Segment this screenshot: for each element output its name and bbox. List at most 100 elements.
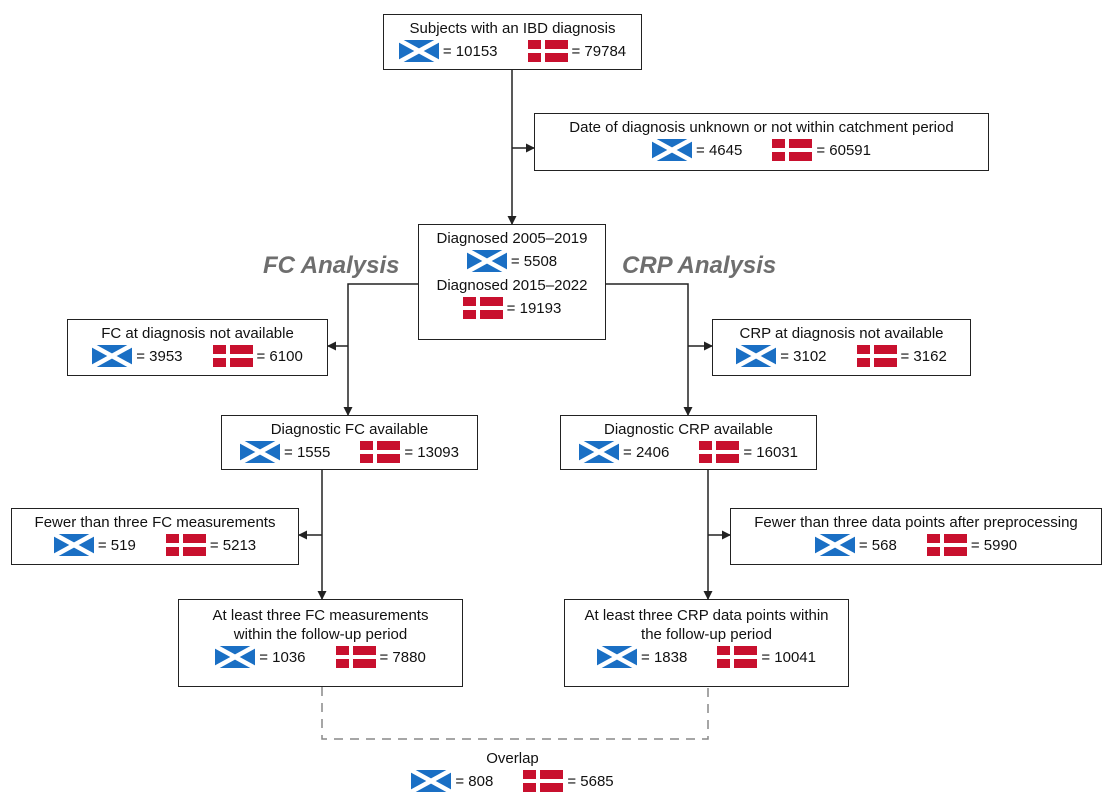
denmark-count: = 79784	[527, 40, 627, 62]
crp-analysis-heading: CRP Analysis	[622, 252, 777, 279]
fc-fewer-scotland-value: = 519	[97, 536, 136, 554]
subjects-denmark-value: = 79784	[571, 42, 627, 60]
overlap-bracket	[321, 687, 709, 740]
scotland-count: = 3953	[92, 345, 183, 367]
crp-available-label: Diagnostic CRP available	[604, 421, 773, 438]
fc-not-available-counts-row: = 3953 = 6100	[68, 345, 327, 367]
crp-atleast-counts-row: = 1838 = 10041	[565, 646, 848, 668]
crp-available-box: Diagnostic CRP available = 2406 = 16031	[560, 415, 817, 470]
denmark-flag-icon	[462, 297, 503, 319]
diagnosed-denmark-row: = 19193	[419, 297, 605, 319]
denmark-count: = 3162	[856, 345, 947, 367]
subjects-box: Subjects with an IBD diagnosis = 10153 = 7…	[383, 14, 642, 70]
arrow-diagnosed-to-fc-available	[343, 283, 418, 416]
scotland-count: = 2406	[579, 441, 669, 463]
fc-not-available-denmark-value: = 6100	[256, 347, 303, 365]
scotland-count: = 1555	[240, 441, 330, 463]
diagnosed-denmark-label: Diagnosed 2015–2022	[436, 277, 588, 294]
scotland-flag-icon	[579, 441, 620, 463]
fc-fewer-denmark-value: = 5213	[209, 536, 257, 554]
fc-not-available-box: FC at diagnosis not available = 3953 = 610…	[67, 319, 328, 376]
fc-not-available-label: FC at diagnosis not available	[101, 325, 294, 342]
denmark-count: = 5990	[926, 534, 1018, 556]
scotland-count: = 519	[53, 534, 136, 556]
denmark-flag-icon	[335, 646, 376, 668]
scotland-flag-icon	[92, 345, 133, 367]
crp-fewer-counts-row: = 568 = 5990	[731, 534, 1101, 556]
date-unknown-label: Date of diagnosis unknown or not within …	[569, 119, 954, 136]
crp-atleast-label: At least three CRP data points within	[584, 607, 829, 624]
denmark-flag-icon	[856, 345, 897, 367]
fc-not-available-scotland-value: = 3953	[136, 347, 183, 365]
fc-atleast-label: within the follow-up period	[233, 626, 408, 643]
scotland-flag-icon	[814, 534, 855, 556]
date-unknown-scotland-value: = 4645	[696, 141, 743, 159]
denmark-count: = 19193	[462, 297, 562, 319]
crp-fewer-label: Fewer than three data points after prepr…	[754, 514, 1078, 531]
diagnosed-box: Diagnosed 2005–2019 = 5508 Diagnosed 201…	[418, 224, 606, 340]
subjects-label: Subjects with an IBD diagnosis	[409, 20, 616, 37]
scotland-count: = 3102	[736, 345, 827, 367]
diagnosed-denmark-value: = 19193	[506, 299, 562, 317]
subjects-counts-row: = 10153 = 79784	[384, 40, 641, 62]
overlap-label: Overlap	[486, 750, 539, 767]
scotland-count: = 10153	[398, 40, 498, 62]
scotland-flag-icon	[466, 250, 507, 272]
overlap-counts-row: = 808= 5685	[383, 770, 642, 792]
fc-atleast-box: At least three FC measurements within the…	[178, 599, 463, 687]
denmark-count: = 5213	[165, 534, 257, 556]
denmark-flag-icon	[360, 441, 401, 463]
fc-available-box: Diagnostic FC available= 1555= 13093	[221, 415, 478, 470]
denmark-count: = 13093	[360, 441, 459, 463]
crp-fewer-denmark-value: = 5990	[970, 536, 1018, 554]
fc-atleast-scotland-value: = 1036	[259, 648, 306, 666]
denmark-flag-icon	[212, 345, 253, 367]
crp-not-available-counts-row: = 3102 = 3162	[713, 345, 970, 367]
crp-not-available-label: CRP at diagnosis not available	[739, 325, 944, 342]
crp-not-available-denmark-value: = 3162	[900, 347, 947, 365]
crp-fewer-scotland-value: = 568	[858, 536, 897, 554]
crp-atleast-denmark-value: = 10041	[761, 648, 816, 666]
denmark-flag-icon	[523, 770, 564, 792]
arrow-diagnosed-to-crp-available	[606, 283, 693, 416]
fc-available-scotland-value: = 1555	[284, 443, 331, 461]
date-unknown-counts-row: = 4645 = 60591	[535, 139, 988, 161]
fc-atleast-label: At least three FC measurements	[212, 607, 429, 624]
denmark-count: = 60591	[772, 139, 871, 161]
crp-available-counts-row: = 2406 = 16031	[561, 441, 816, 463]
denmark-flag-icon	[699, 441, 740, 463]
scotland-flag-icon	[597, 646, 638, 668]
scotland-count: = 1838	[597, 646, 687, 668]
diagnosed-scotland-row: = 5508	[419, 250, 605, 272]
crp-atleast-box: At least three CRP data points within the…	[564, 599, 849, 687]
scotland-count: = 5508	[466, 250, 557, 272]
fc-available-denmark-value: = 13093	[404, 443, 459, 461]
crp-available-denmark-value: = 16031	[743, 443, 798, 461]
crp-not-available-box: CRP at diagnosis not available= 3102= 31…	[712, 319, 971, 376]
denmark-count: = 5685	[523, 770, 614, 792]
crp-atleast-label: the follow-up period	[641, 626, 772, 643]
scotland-count: = 4645	[652, 139, 742, 161]
scotland-flag-icon	[398, 40, 439, 62]
crp-not-available-scotland-value: = 3102	[780, 347, 827, 365]
denmark-flag-icon	[165, 534, 206, 556]
date-unknown-denmark-value: = 60591	[816, 141, 871, 159]
fc-fewer-label: Fewer than three FC measurements	[34, 514, 276, 531]
scotland-flag-icon	[411, 770, 452, 792]
date-unknown-box: Date of diagnosis unknown or not within …	[534, 113, 989, 171]
scotland-flag-icon	[240, 441, 281, 463]
denmark-count: = 6100	[212, 345, 303, 367]
subjects-scotland-value: = 10153	[442, 42, 498, 60]
denmark-count: = 10041	[717, 646, 816, 668]
fc-atleast-denmark-value: = 7880	[379, 648, 426, 666]
crp-atleast-scotland-value: = 1838	[641, 648, 688, 666]
denmark-flag-icon	[926, 534, 967, 556]
denmark-count: = 7880	[335, 646, 426, 668]
crp-fewer-box: Fewer than three data points after prepr…	[730, 508, 1102, 565]
crp-available-scotland-value: = 2406	[623, 443, 670, 461]
scotland-flag-icon	[736, 345, 777, 367]
denmark-flag-icon	[527, 40, 568, 62]
fc-fewer-counts-row: = 519 = 5213	[12, 534, 298, 556]
scotland-flag-icon	[53, 534, 94, 556]
